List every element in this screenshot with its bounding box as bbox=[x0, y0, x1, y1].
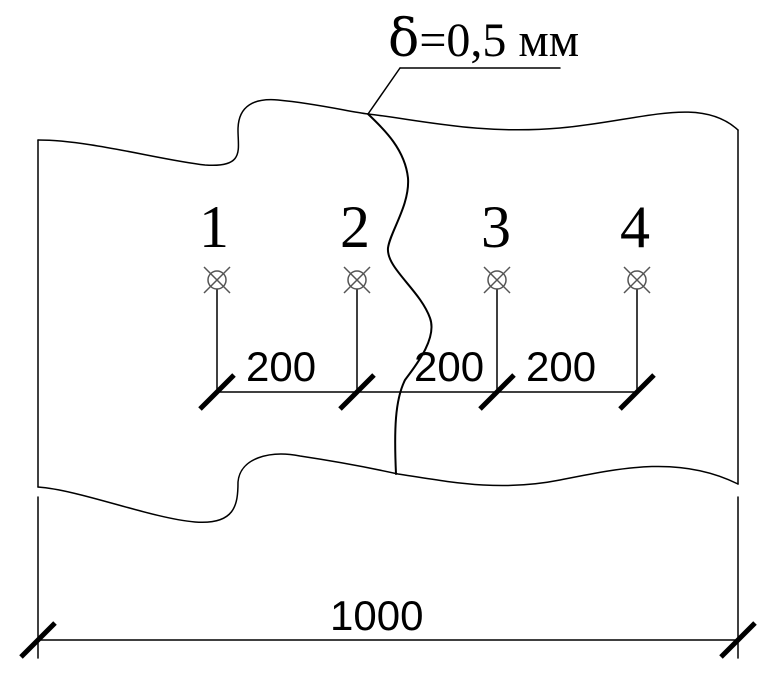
callout-leader bbox=[367, 67, 401, 115]
callout-text: δ=0,5 мм bbox=[388, 9, 579, 69]
weld-gap-callout: δ=0,5 мм bbox=[367, 9, 579, 115]
point-label-2: 2 bbox=[340, 194, 370, 260]
dimension-label-2-3: 200 bbox=[414, 343, 484, 390]
dimension-tick bbox=[618, 373, 656, 411]
dimension-label-1-2: 200 bbox=[246, 343, 316, 390]
measurement-points: 1 2 3 4 bbox=[199, 194, 651, 393]
weld-seam bbox=[367, 113, 433, 475]
crossed-circle-icon bbox=[623, 266, 651, 294]
point-label-4: 4 bbox=[620, 194, 650, 260]
overall-dimension: 1000 bbox=[19, 496, 757, 659]
point-label-3: 3 bbox=[481, 194, 511, 260]
dimension-tick bbox=[478, 373, 516, 411]
dimension-tick bbox=[198, 373, 236, 411]
dimension-tick bbox=[19, 621, 57, 659]
dimension-label-3-4: 200 bbox=[526, 343, 596, 390]
plate-outline bbox=[37, 98, 739, 523]
callout-value: =0,5 мм bbox=[419, 14, 579, 67]
overall-dimension-label: 1000 bbox=[330, 592, 423, 639]
point-label-1: 1 bbox=[199, 194, 229, 260]
dimension-tick bbox=[719, 621, 757, 659]
top-break-line bbox=[37, 98, 739, 166]
spacing-dimension: 200 200 200 bbox=[198, 343, 656, 411]
crossed-circle-icon bbox=[203, 266, 231, 294]
crossed-circle-icon bbox=[483, 266, 511, 294]
delta-symbol: δ bbox=[388, 9, 419, 69]
crossed-circle-icon bbox=[343, 266, 371, 294]
dimension-tick bbox=[338, 373, 376, 411]
bottom-break-line bbox=[37, 453, 739, 523]
